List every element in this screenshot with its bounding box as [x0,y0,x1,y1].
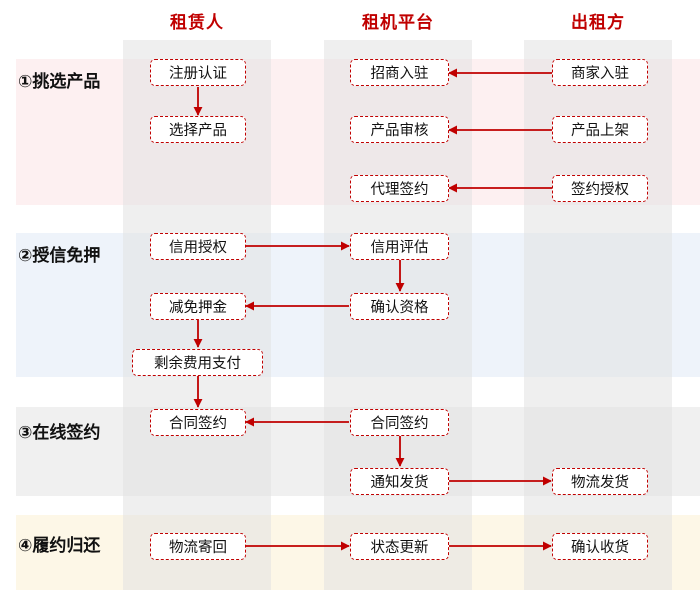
node-remaining-payment[interactable]: 剩余费用支付 [132,349,263,376]
stage-label-credit: ②授信免押 [18,246,101,266]
node-confirm-qual[interactable]: 确认资格 [350,293,449,320]
node-deposit-waiver[interactable]: 减免押金 [150,293,246,320]
column-header-platform: 租机平台 [362,13,434,33]
node-sign-authorize[interactable]: 签约授权 [552,175,648,202]
node-product-list[interactable]: 产品上架 [552,116,648,143]
stage-label-sign: ③在线签约 [18,423,101,443]
node-merchant-entry[interactable]: 商家入驻 [552,59,648,86]
node-notify-ship[interactable]: 通知发货 [350,468,449,495]
node-status-update[interactable]: 状态更新 [350,533,449,560]
column-header-lessor: 出租方 [571,13,625,33]
node-platform-contract[interactable]: 合同签约 [350,409,449,436]
stage-label-return: ④履约归还 [18,536,101,556]
node-confirm-receipt[interactable]: 确认收货 [552,533,648,560]
column-header-lessee: 租赁人 [170,13,224,33]
node-register[interactable]: 注册认证 [150,59,246,86]
node-logistics-ship[interactable]: 物流发货 [552,468,648,495]
node-product-review[interactable]: 产品审核 [350,116,449,143]
stage-label-select: ①挑选产品 [18,72,101,92]
node-credit-eval[interactable]: 信用评估 [350,233,449,260]
node-agent-sign[interactable]: 代理签约 [350,175,449,202]
node-merchant-join[interactable]: 招商入驻 [350,59,449,86]
node-credit-auth[interactable]: 信用授权 [150,233,246,260]
node-logistics-return[interactable]: 物流寄回 [150,533,246,560]
node-choose-product[interactable]: 选择产品 [150,116,246,143]
node-lessee-contract[interactable]: 合同签约 [150,409,246,436]
